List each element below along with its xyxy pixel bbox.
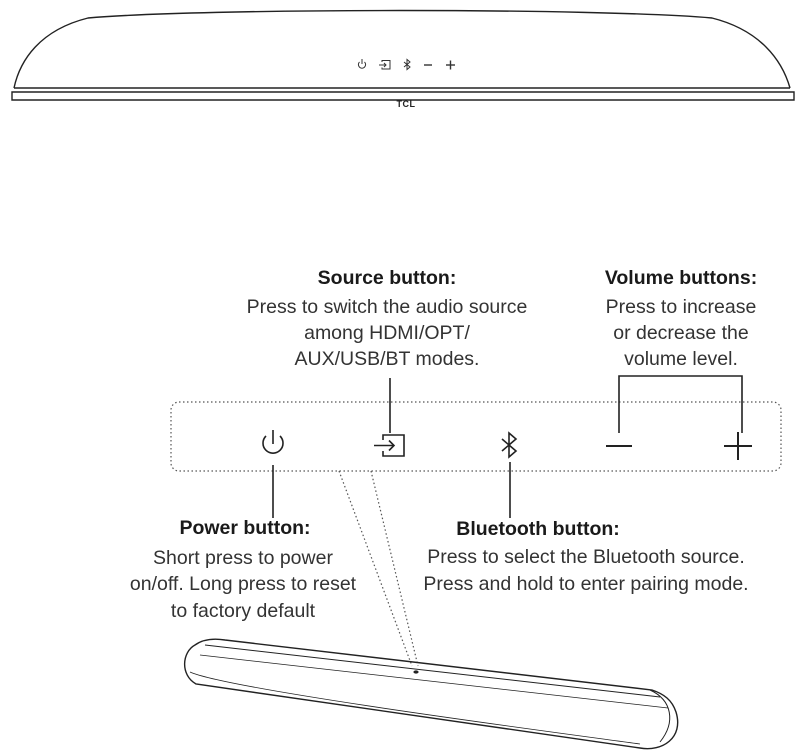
power-callout-title: Power button: [179, 517, 310, 539]
source-callout: Source button: Press to switch the audio… [247, 267, 528, 370]
mini-bluetooth-icon [403, 58, 411, 71]
bluetooth-callout-line-2: Press and hold to enter pairing mode. [423, 573, 748, 595]
mini-source-icon [379, 60, 391, 70]
bluetooth-callout-line-1: Press to select the Bluetooth source. [427, 546, 745, 568]
power-icon [262, 430, 284, 454]
volume-callout-line-1: Press to increase [606, 296, 757, 318]
power-callout: Power button: Short press to power on/of… [130, 517, 357, 622]
volume-callout-line-2: or decrease the [613, 322, 749, 344]
mini-volume-up-icon [446, 60, 455, 70]
control-panel-zoom-box [170, 401, 782, 472]
soundbar-front-view: TCL [11, 9, 795, 109]
power-callout-line-1: Short press to power [153, 547, 333, 569]
power-callout-line-3: to factory default [171, 600, 316, 622]
mini-control-strip [357, 58, 455, 71]
source-icon [374, 434, 405, 457]
bluetooth-callout: Bluetooth button: Press to select the Bl… [423, 518, 748, 595]
volume-callout-title: Volume buttons: [605, 267, 757, 289]
source-callout-line-3: AUX/USB/BT modes. [295, 348, 480, 370]
volume-up-icon [724, 432, 752, 460]
volume-leader-bracket [618, 375, 743, 433]
mini-power-icon [357, 59, 367, 69]
volume-callout-line-3: volume level. [624, 348, 738, 370]
source-callout-line-2: among HDMI/OPT/ [304, 322, 470, 344]
brand-logo: TCL [397, 99, 416, 109]
source-callout-title: Source button: [318, 267, 457, 289]
soundbar-perspective-view [183, 638, 679, 750]
zoom-guide-right [370, 470, 419, 667]
zoom-guide-left [338, 470, 413, 667]
bluetooth-callout-title: Bluetooth button: [456, 518, 620, 540]
source-callout-line-1: Press to switch the audio source [247, 296, 528, 318]
bluetooth-icon [501, 431, 518, 459]
power-callout-line-2: on/off. Long press to reset [130, 573, 357, 595]
soundbar-indicator-dot [413, 670, 419, 674]
volume-callout: Volume buttons: Press to increase or dec… [605, 267, 757, 370]
